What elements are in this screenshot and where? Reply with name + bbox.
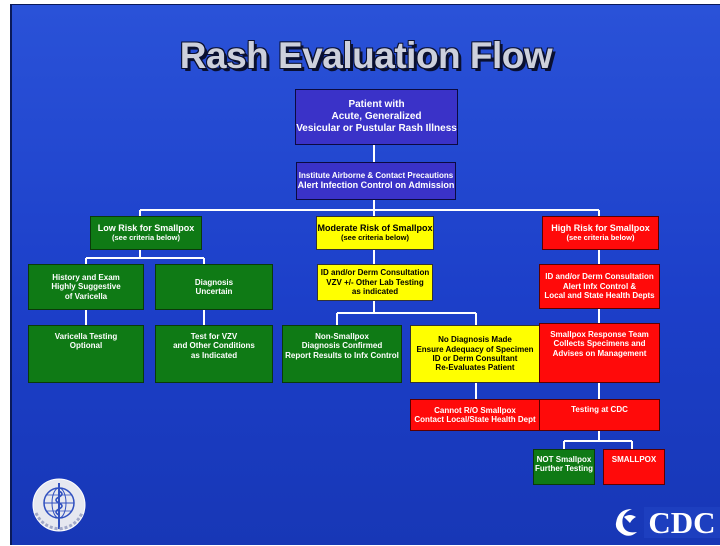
node-id-derm-high: ID and/or Derm Consultation Alert Infx C… (539, 264, 660, 309)
cdc-wordmark: CDC (648, 505, 715, 540)
node-high-risk: High Risk for Smallpox (see criteria bel… (542, 216, 659, 250)
node-no-diagnosis: No Diagnosis Made Ensure Adequacy of Spe… (410, 325, 540, 383)
node-testing-cdc: Testing at CDC (539, 399, 660, 431)
node-low-risk: Low Risk for Smallpox (see criteria belo… (90, 216, 202, 250)
node-institute-precautions: Institute Airborne & Contact Precautions… (296, 162, 456, 200)
node-id-derm-moderate: ID and/or Derm Consultation VZV +/- Othe… (317, 264, 433, 301)
node-cannot-rule-out: Cannot R/O Smallpox Contact Local/State … (410, 399, 540, 431)
node-response-team: Smallpox Response Team Collects Specimen… (539, 323, 660, 383)
cdc-hhs-eagle-icon (615, 509, 637, 536)
node-test-vzv: Test for VZV and Other Conditions as Ind… (155, 325, 273, 383)
node-moderate-risk: Moderate Risk of Smallpox (see criteria … (316, 216, 434, 250)
node-diagnosis-uncertain: Diagnosis Uncertain (155, 264, 273, 310)
node-patient: Patient with Acute, Generalized Vesicula… (295, 89, 458, 145)
slide: Rash Evaluation Flow (10, 4, 720, 545)
node-history-exam: History and Exam Highly Suggestive of Va… (28, 264, 144, 310)
who-emblem-icon (26, 475, 92, 540)
node-smallpox: SMALLPOX (603, 449, 665, 485)
slide-title: Rash Evaluation Flow (179, 35, 553, 76)
node-not-smallpox: NOT Smallpox Further Testing (533, 449, 595, 485)
node-non-smallpox: Non-Smallpox Diagnosis Confirmed Report … (282, 325, 402, 383)
node-varicella-testing: Varicella Testing Optional (28, 325, 144, 383)
connector-lines (85, 144, 633, 449)
cdc-logo: CDC (610, 503, 720, 545)
